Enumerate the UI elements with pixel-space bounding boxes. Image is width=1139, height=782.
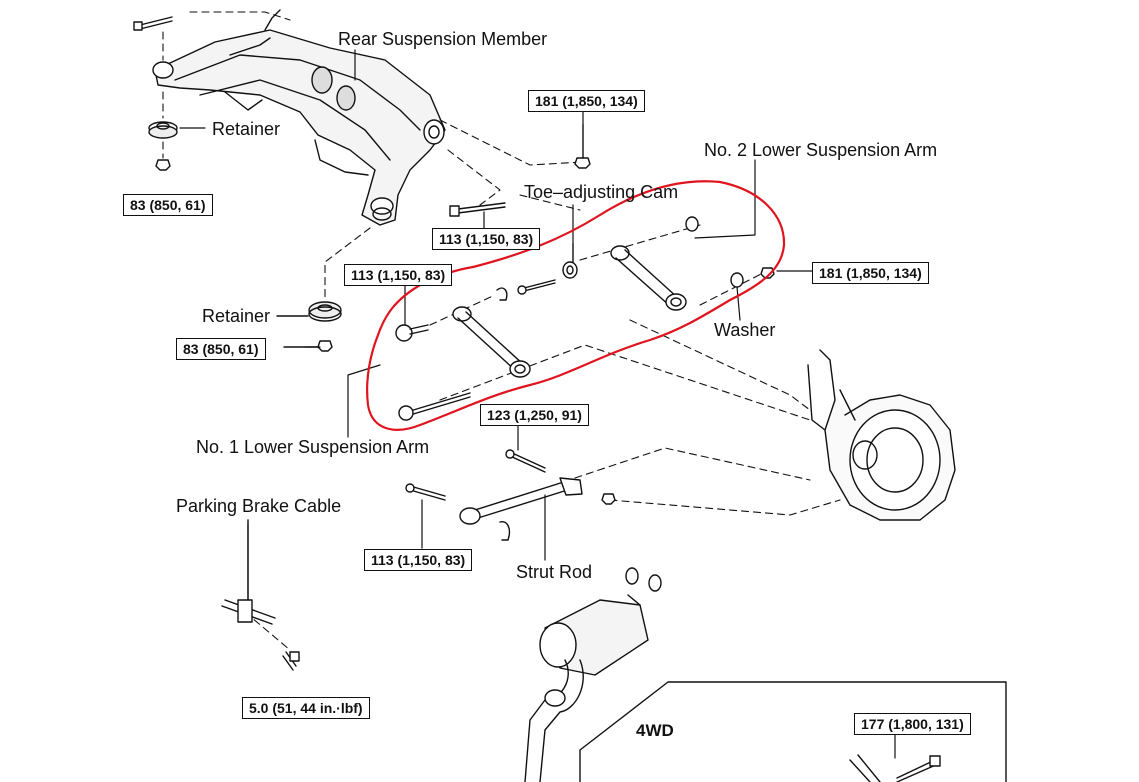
label-4wd: 4WD: [636, 721, 674, 740]
label-strut-rod: Strut Rod: [516, 562, 593, 582]
rear-suspension-member-part: [152, 9, 446, 226]
label-washer: Washer: [714, 320, 776, 340]
no2-lower-arm-part: [496, 216, 775, 311]
red-highlight-outline: [366, 180, 786, 431]
torque-113-a: 113 (1,150, 83): [432, 228, 541, 251]
inset-4wd-frame: [579, 681, 1007, 782]
torque-113-c: 113 (1,150, 83): [364, 549, 473, 572]
knuckle-hub-part: [807, 349, 956, 521]
torque-83-mid: 83 (850, 61): [176, 338, 266, 361]
muffler-part: [524, 567, 662, 782]
label-no2-lower-arm: No. 2 Lower Suspension Arm: [704, 140, 938, 160]
retainer-top-part: [148, 121, 178, 139]
bolt-top-left: [133, 16, 173, 31]
retainer-mid-part: [276, 301, 342, 322]
torque-113-b: 113 (1,150, 83): [344, 264, 453, 287]
torque-83-top: 83 (850, 61): [123, 194, 213, 217]
label-rear-suspension-member: Rear Suspension Member: [338, 29, 548, 49]
torque-177: 177 (1,800, 131): [854, 713, 971, 736]
nut-top-right: [574, 124, 591, 169]
torque-123: 123 (1,250, 91): [480, 404, 589, 427]
torque-181-top: 181 (1,850, 134): [528, 90, 645, 113]
strut-rod-part: [405, 449, 616, 541]
label-toe-adjusting-cam: Toe–adjusting Cam: [524, 182, 679, 202]
label-retainer-top: Retainer: [212, 119, 281, 139]
label-no1-lower-arm: No. 1 Lower Suspension Arm: [196, 437, 430, 457]
no1-lower-arm-part: [395, 306, 531, 421]
nut-top-left: [155, 159, 171, 171]
nut-mid-left: [283, 340, 333, 352]
torque-181-right: 181 (1,850, 134): [812, 262, 929, 285]
label-parking-brake-cable: Parking Brake Cable: [176, 496, 342, 516]
torque-5: 5.0 (51, 44 in.·lbf): [242, 697, 370, 720]
label-retainer-mid: Retainer: [202, 306, 271, 326]
bolt-toe-upper: [449, 202, 506, 217]
